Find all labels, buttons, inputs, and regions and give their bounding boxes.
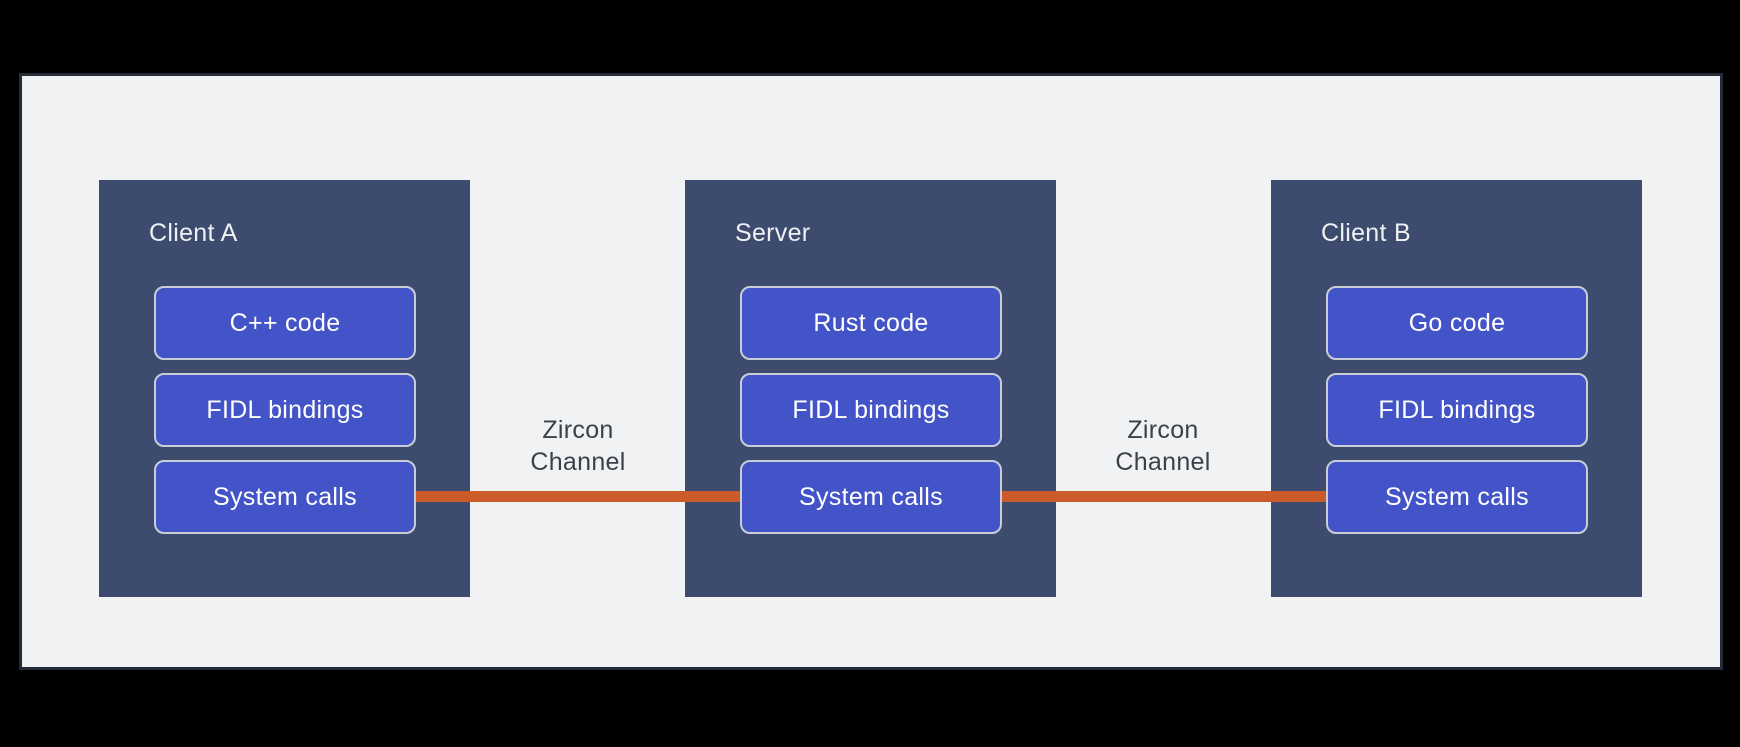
panel-title: Client A	[149, 219, 238, 247]
zircon-channel-label-line1: Zircon	[1127, 416, 1199, 444]
zircon-channel-line-right	[997, 491, 1330, 502]
zircon-channel-label-left: Zircon Channel	[468, 414, 688, 478]
box-system-calls: System calls	[1326, 460, 1588, 534]
panel-title: Server	[735, 219, 811, 247]
box-fidl-bindings: FIDL bindings	[1326, 373, 1588, 447]
panel-title: Client B	[1321, 219, 1411, 247]
panel-client-a: Client A C++ code FIDL bindings System c…	[99, 180, 470, 597]
panel-server: Server Rust code FIDL bindings System ca…	[685, 180, 1056, 597]
box-fidl-bindings: FIDL bindings	[740, 373, 1002, 447]
box-system-calls: System calls	[740, 460, 1002, 534]
zircon-channel-label-line2: Channel	[1115, 448, 1211, 476]
panel-client-b: Client B Go code FIDL bindings System ca…	[1271, 180, 1642, 597]
zircon-channel-label-right: Zircon Channel	[1053, 414, 1273, 478]
box-cpp-code: C++ code	[154, 286, 416, 360]
zircon-channel-line-left	[412, 491, 744, 502]
box-rust-code: Rust code	[740, 286, 1002, 360]
zircon-channel-label-line2: Channel	[530, 448, 626, 476]
box-system-calls: System calls	[154, 460, 416, 534]
box-fidl-bindings: FIDL bindings	[154, 373, 416, 447]
box-go-code: Go code	[1326, 286, 1588, 360]
zircon-channel-label-line1: Zircon	[542, 416, 614, 444]
